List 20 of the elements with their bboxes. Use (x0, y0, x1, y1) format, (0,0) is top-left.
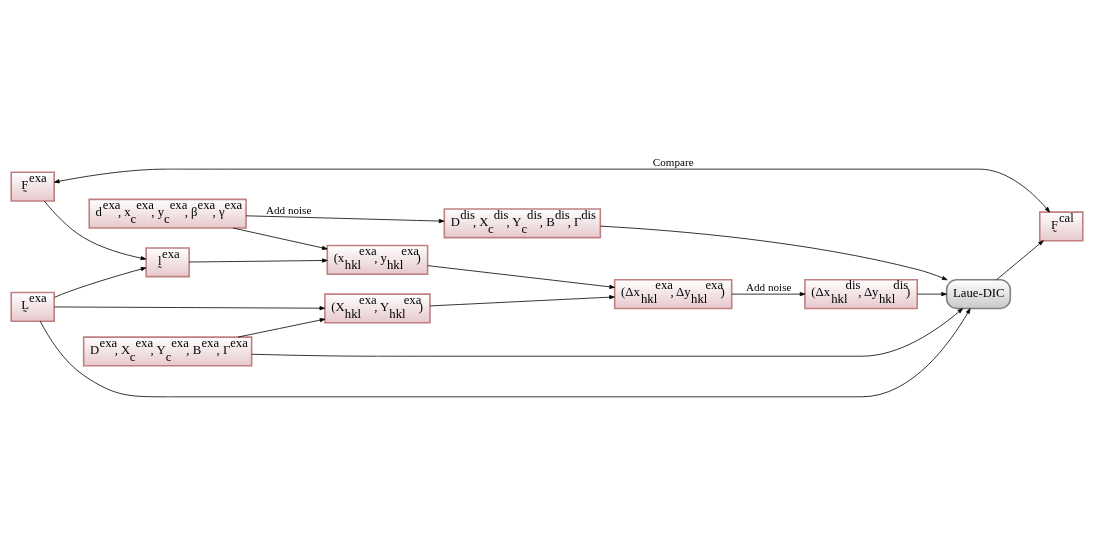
edge-label: Add noise (265, 203, 312, 216)
arrow (427, 265, 615, 289)
arrow (245, 215, 445, 224)
arrow (429, 295, 615, 307)
arrow (237, 318, 326, 338)
arrow (54, 306, 326, 311)
arrow (39, 308, 971, 398)
arrow (917, 292, 947, 297)
node-box: Laue-DIC (945, 279, 1012, 310)
arrow (731, 292, 806, 297)
arrow (54, 168, 1050, 213)
edge-label: Compare (652, 156, 694, 169)
arrow (188, 258, 328, 263)
arrow (600, 225, 948, 281)
edge-label: Add noise (746, 281, 792, 294)
arrow (54, 267, 147, 298)
arrow (232, 227, 328, 250)
arrow (996, 240, 1044, 281)
arrow (251, 308, 963, 357)
arrow (43, 200, 147, 261)
